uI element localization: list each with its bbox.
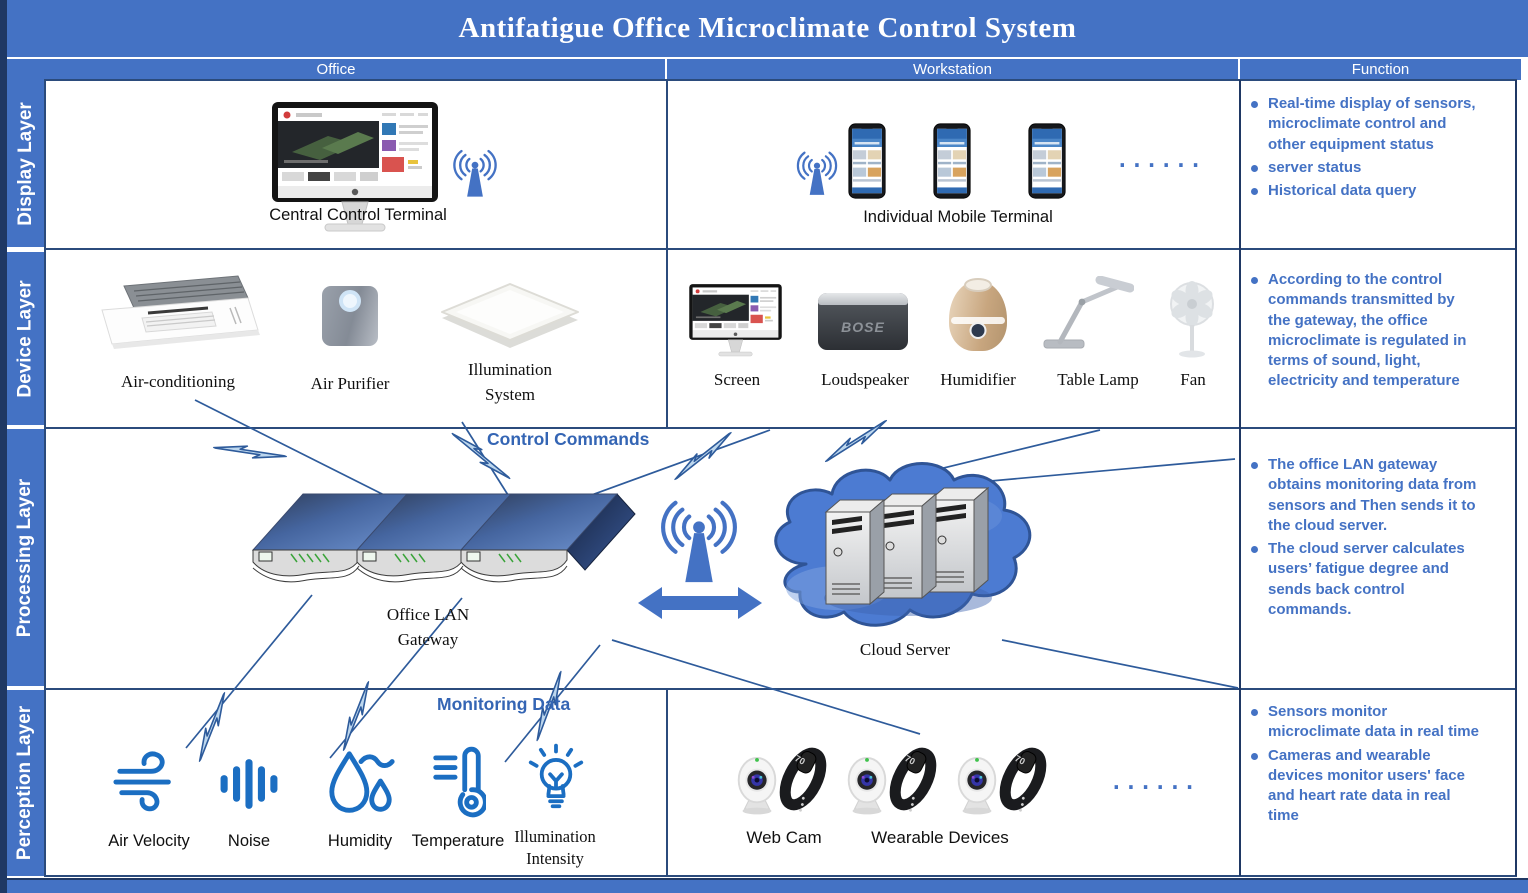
screen-label: Screen — [713, 370, 761, 389]
layer-label-perception: Perception Layer — [7, 690, 44, 876]
speaker-top — [818, 293, 908, 305]
function-perception: Sensors monitor microclimate data in rea… — [1241, 690, 1516, 876]
temperature-label: Temperature — [411, 832, 505, 850]
left-border — [0, 0, 7, 893]
purifier-vent — [339, 290, 361, 312]
air-purifier-icon — [322, 286, 378, 346]
air-velocity-label: Air Velocity — [108, 832, 190, 850]
function-bullet: Sensors monitor microclimate data in rea… — [1251, 702, 1504, 743]
grid-line — [1239, 80, 1241, 876]
thermometer-icon — [433, 746, 486, 818]
fan-icon — [1170, 281, 1214, 358]
table-lamp-label: Table Lamp — [1057, 370, 1139, 389]
loudspeaker-label: Loudspeaker — [821, 370, 909, 389]
ellipsis-more-devices: ...... — [1116, 148, 1204, 172]
fan-label: Fan — [1180, 370, 1206, 389]
function-device: According to the control commands transm… — [1241, 252, 1516, 427]
air-purifier-label: Air Purifier — [310, 374, 390, 393]
monitoring-data-label: Monitoring Data — [437, 694, 571, 714]
double-arrow-icon — [638, 587, 762, 619]
grid-line — [44, 79, 1517, 81]
function-bullet: server status — [1251, 158, 1504, 178]
function-bullet: The office LAN gateway obtains monitorin… — [1251, 455, 1504, 536]
layer-label-display: Display Layer — [7, 80, 44, 247]
function-bullet: According to the control commands transm… — [1251, 270, 1504, 392]
smartphone-icon — [933, 123, 971, 199]
function-bullet: The cloud server calculates users’ fatig… — [1251, 539, 1504, 620]
ellipsis-more-sensors: ...... — [1110, 770, 1198, 794]
layer-label-device: Device Layer — [7, 252, 44, 425]
function-bullet: Cameras and wearable devices monitor use… — [1251, 746, 1504, 827]
column-header-function: Function — [1240, 59, 1521, 80]
lan-gateway-icon — [251, 493, 636, 583]
wristband-icon — [774, 742, 832, 816]
grid-line — [44, 427, 1517, 429]
individual-mobile-terminal-label: Individual Mobile Terminal — [863, 208, 1053, 226]
air-conditioning-label: Air-conditioning — [121, 372, 235, 391]
cloud-server-icon — [774, 462, 1032, 627]
function-bullet: Historical data query — [1251, 181, 1504, 201]
bottom-bar — [7, 878, 1528, 893]
wifi-antenna-icon — [448, 146, 502, 200]
wifi-antenna-icon — [652, 494, 746, 588]
imac-monitor-icon — [688, 283, 783, 361]
light-bulb-icon — [528, 743, 584, 809]
sound-bars-icon — [220, 759, 278, 809]
grid-line — [666, 690, 668, 876]
illumination-system-label: Illumination System — [467, 360, 553, 404]
air-conditioner-icon — [101, 275, 260, 349]
wristband-icon — [994, 742, 1052, 816]
function-processing: The office LAN gateway obtains monitorin… — [1241, 429, 1516, 687]
noise-label: Noise — [227, 832, 271, 850]
water-drops-icon — [329, 751, 395, 813]
illumination-intensity-label: Illumination Intensity — [514, 827, 596, 869]
humidifier-icon — [949, 278, 1007, 351]
page-title: Antifatigue Office Microclimate Control … — [7, 0, 1528, 57]
grid-line — [44, 688, 1517, 690]
grid-line — [1515, 80, 1517, 876]
grid-line — [44, 875, 1517, 877]
grid-line — [44, 80, 46, 876]
wearable-devices-label: Wearable Devices — [871, 828, 1009, 847]
web-cam-label: Web Cam — [746, 828, 822, 847]
grid-line — [666, 80, 668, 248]
layer-label-processing: Processing Layer — [7, 429, 44, 686]
table-lamp-icon — [1043, 276, 1134, 349]
ceiling-light-icon — [441, 283, 579, 348]
grid-line — [666, 250, 668, 427]
smartphone-icon — [848, 123, 886, 199]
wristband-icon — [884, 742, 942, 816]
wifi-antenna-icon — [792, 148, 842, 198]
cloud-server-label: Cloud Server — [859, 640, 951, 659]
smartphone-icon — [1028, 123, 1066, 199]
column-header-workstation: Workstation — [667, 59, 1238, 80]
speaker-brand: BOSE — [841, 318, 885, 335]
office-lan-gateway-label: Office LAN Gateway — [386, 605, 470, 649]
function-display: Real-time display of sensors, microclima… — [1241, 82, 1516, 248]
control-commands-label: Control Commands — [487, 429, 650, 449]
humidifier-label: Humidifier — [940, 370, 1016, 389]
column-header-office: Office — [7, 59, 665, 80]
function-bullet: Real-time display of sensors, microclima… — [1251, 94, 1504, 155]
humidity-label: Humidity — [327, 832, 393, 850]
central-control-terminal-label: Central Control Terminal — [269, 206, 447, 224]
wind-icon — [113, 751, 171, 812]
grid-line — [44, 248, 1517, 250]
loudspeaker-icon: BOSE — [818, 293, 908, 350]
